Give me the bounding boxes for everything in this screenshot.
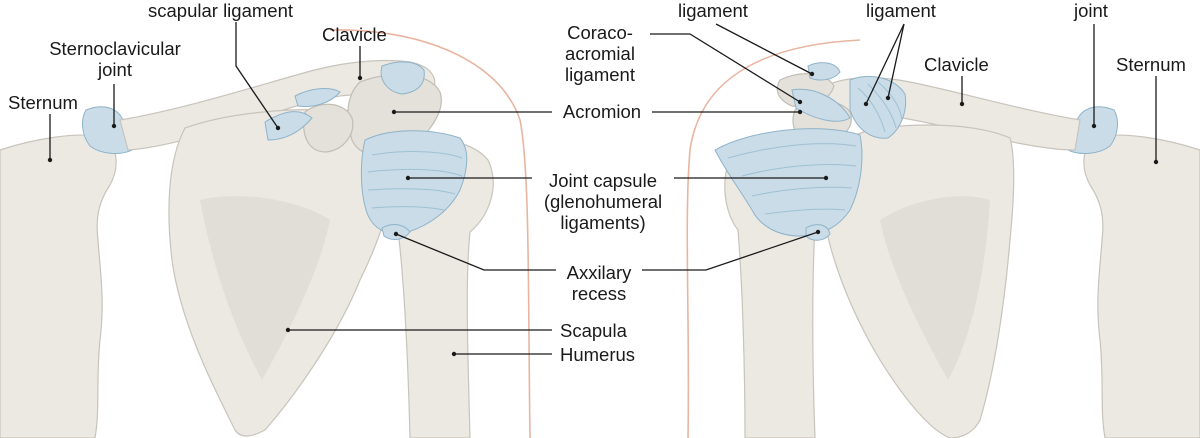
capsule-fibers-right bbox=[727, 143, 857, 215]
sternum-left bbox=[0, 134, 117, 438]
leader-ligament-b1 bbox=[865, 23, 905, 105]
label-humerus: Humerus bbox=[560, 344, 636, 365]
ligament-fibers-right bbox=[857, 81, 903, 133]
label-joint-capsule: Joint capsule (glenohumeral ligaments) bbox=[543, 170, 663, 233]
leader-ligament-a bbox=[715, 23, 813, 75]
scapula-fossa-left bbox=[200, 196, 330, 380]
capsule-fibers-left bbox=[367, 151, 463, 211]
skin-outline-left bbox=[329, 29, 531, 438]
acromioclavicular-ligament-left bbox=[380, 61, 425, 95]
label-axillary-recess: Axxilary recess bbox=[566, 262, 632, 304]
scapula-fossa-right bbox=[880, 196, 990, 380]
coracoacromial-ligament-right bbox=[791, 88, 851, 122]
label-clavicle-left: Clavicle bbox=[322, 24, 387, 45]
label-clavicle-right: Clavicle bbox=[924, 54, 989, 75]
leader-lines bbox=[47, 22, 1159, 357]
leader-axillary-right bbox=[642, 231, 819, 271]
leader-ligament-b2 bbox=[887, 23, 905, 99]
coracoid-left bbox=[303, 103, 354, 153]
label-acromion: Acromion bbox=[562, 101, 642, 122]
label-coracoacromial-ligament: Coraco- acromial ligament bbox=[565, 22, 635, 85]
label-sternum-left: Sternum bbox=[8, 92, 78, 113]
joint-capsule-left bbox=[360, 130, 468, 235]
coracoclavicular-ligament-left bbox=[264, 111, 313, 141]
sternum-right bbox=[1083, 134, 1200, 438]
acromioclavicular-ligament-right bbox=[807, 62, 841, 81]
label-joint-right: joint bbox=[1074, 0, 1108, 21]
superior-transverse-left bbox=[294, 88, 341, 107]
label-ligament-a: ligament bbox=[678, 0, 748, 21]
label-sternoclavicular-joint-left: Sternoclavicular joint bbox=[49, 38, 181, 80]
leader-scapular-ligament bbox=[235, 22, 279, 129]
right-view bbox=[714, 62, 1200, 438]
leader-axillary-left bbox=[395, 233, 556, 271]
left-view bbox=[0, 59, 494, 438]
label-scapula: Scapula bbox=[560, 320, 627, 341]
coracoclavicular-ligament-right bbox=[849, 76, 907, 139]
label-sternum-right: Sternum bbox=[1116, 54, 1186, 75]
leader-coracoacromial bbox=[650, 33, 801, 103]
label-ligament-b: ligament bbox=[866, 0, 936, 21]
skin-outline-right bbox=[686, 39, 861, 438]
label-scapular-ligament: scapular ligament bbox=[148, 0, 293, 21]
